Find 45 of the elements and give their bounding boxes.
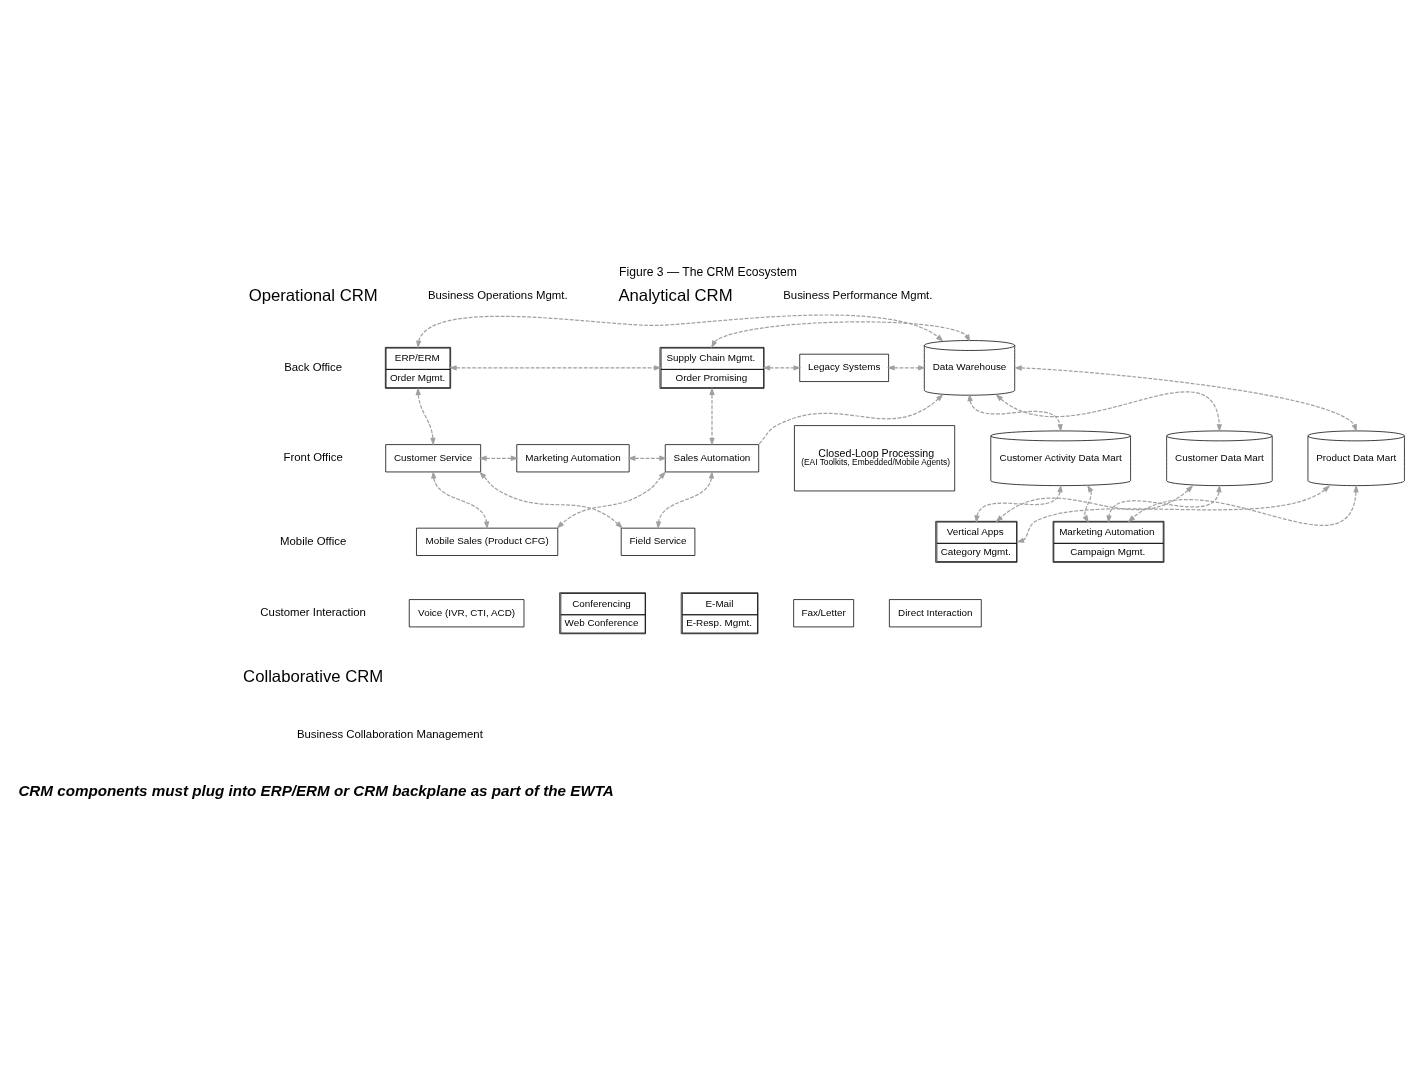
label: Back Office	[284, 360, 343, 373]
node-box: Closed-Loop Processing (EAI Toolkits, Embedded/Mobile Agents)	[794, 424, 956, 491]
label: Customer Interaction	[260, 605, 366, 618]
arrow	[762, 364, 802, 371]
label: Collaborative CRM	[243, 666, 384, 686]
label: Business Collaboration Management	[296, 727, 483, 740]
label: CRM components must plug into ERP/ERM or CRM backplane as part of the EWTA	[18, 781, 614, 799]
arrow	[1014, 364, 1357, 432]
arrow	[974, 484, 1063, 523]
arrow	[967, 392, 1063, 432]
diagram-title: Figure 3 — The CRM Ecosystem	[619, 264, 797, 279]
label: Front Office	[283, 450, 343, 463]
arrow	[431, 470, 490, 529]
node-box: Legacy Systems	[799, 353, 889, 382]
arrow	[556, 470, 667, 529]
node-box: Sales Automation	[664, 443, 760, 472]
node-box: Fax/Letter	[793, 598, 855, 627]
arrow	[886, 364, 926, 371]
node-box: Customer Service	[385, 443, 482, 472]
arrow	[479, 470, 623, 529]
arrow	[711, 320, 971, 348]
arrow	[416, 313, 944, 348]
arrow	[627, 455, 668, 461]
arrow	[995, 391, 1222, 432]
label: Mobile Office	[280, 534, 347, 546]
arrow	[448, 364, 662, 371]
arrow	[709, 386, 715, 446]
node-box: Voice (IVR, CTI, ACD)	[408, 598, 525, 627]
arrow	[655, 470, 715, 529]
arrow	[1127, 484, 1359, 526]
arrow	[995, 484, 1194, 523]
node-box: Field Service	[620, 527, 696, 556]
node-box: Mobile Sales (Product CFG)	[416, 527, 559, 556]
arrow	[758, 393, 944, 444]
arrow	[415, 386, 436, 446]
node-box: Direct Interaction	[889, 598, 982, 627]
label: Business Performance Mgmt.	[783, 288, 933, 301]
label: Analytical CRM	[618, 285, 733, 305]
label: Business Operations Mgmt.	[427, 288, 568, 301]
arrow	[1082, 484, 1094, 523]
label: Operational CRM	[248, 285, 378, 305]
arrow	[1106, 484, 1222, 523]
arrow	[478, 455, 519, 461]
node-box: Marketing Automation	[516, 443, 630, 472]
arrow	[1016, 484, 1331, 543]
